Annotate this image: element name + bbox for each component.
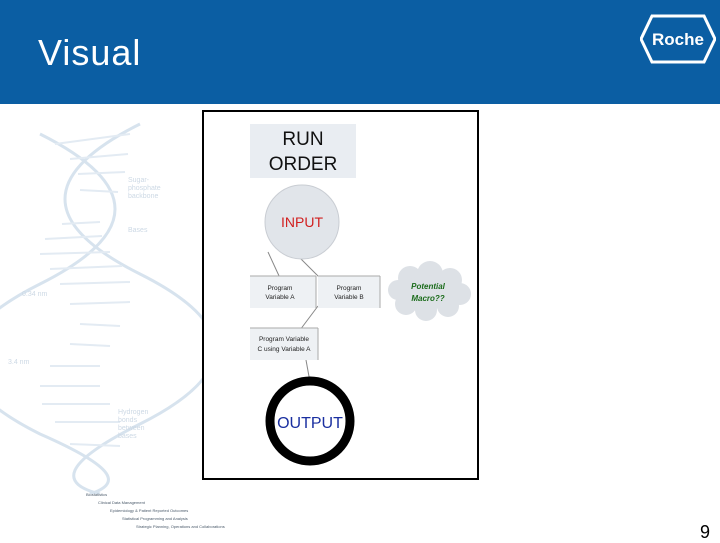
program-variable-a-line1: Program <box>268 285 293 292</box>
program-variable-b-box <box>318 276 380 308</box>
dna-label: 3.4 nm <box>8 359 30 366</box>
dna-label: bases <box>118 433 137 440</box>
run-order-line1: RUN <box>282 129 323 150</box>
program-variable-b-line2: Variable B <box>334 294 364 301</box>
program-variable-c-box <box>250 328 318 360</box>
page-number: 9 <box>700 522 711 542</box>
footer-line: Clinical Data Management <box>98 500 145 505</box>
potential-macro-cloud <box>388 261 471 321</box>
footer-line: Statistical Programming and Analysis <box>122 516 188 521</box>
dna-label: Sugar- <box>128 177 150 184</box>
footer-line: Strategic Planning, Operations and Colla… <box>136 524 225 529</box>
diagram-frame: RUN ORDER INPUT Program Variable A Progr… <box>202 110 479 480</box>
program-variable-a-line2: Variable A <box>265 294 295 301</box>
run-order-box <box>250 124 356 178</box>
roche-logo-icon: Roche <box>640 14 716 64</box>
footer-line: Epidemiology & Patient Reported Outcomes <box>110 508 189 513</box>
run-order-line2: ORDER <box>269 154 338 175</box>
input-node <box>264 184 340 260</box>
potential-macro-line2: Macro?? <box>411 294 444 303</box>
dna-label: bonds <box>118 417 138 424</box>
run-order-diagram: RUN ORDER INPUT Program Variable A Progr… <box>250 124 471 466</box>
footer-line: Biostatistics <box>86 492 108 497</box>
dna-label: Hydrogen <box>118 409 148 416</box>
input-label: INPUT <box>281 214 323 230</box>
program-variable-b-line1: Program <box>337 285 362 292</box>
output-node <box>265 376 355 466</box>
dna-label: phosphate <box>128 185 161 192</box>
roche-logo-text: Roche <box>652 30 704 49</box>
program-variable-c-line2: C using Variable A <box>258 346 312 353</box>
output-label: OUTPUT <box>277 415 343 432</box>
program-variable-a-box <box>250 276 316 308</box>
dna-watermark: Sugar- phosphate backbone Bases 0.34 nm … <box>0 122 210 494</box>
footer-department-list: Biostatistics Clinical Data Management E… <box>0 488 720 540</box>
dna-label: 0.34 nm <box>22 291 47 298</box>
slide-header: Visual Roche <box>0 0 720 104</box>
program-variable-c-line1: Program Variable <box>259 336 309 343</box>
dna-label: Bases <box>128 227 148 234</box>
dna-label: backbone <box>128 193 158 200</box>
slide-title: Visual <box>38 32 142 73</box>
potential-macro-line1: Potential <box>411 282 446 291</box>
dna-label: between <box>118 425 145 432</box>
